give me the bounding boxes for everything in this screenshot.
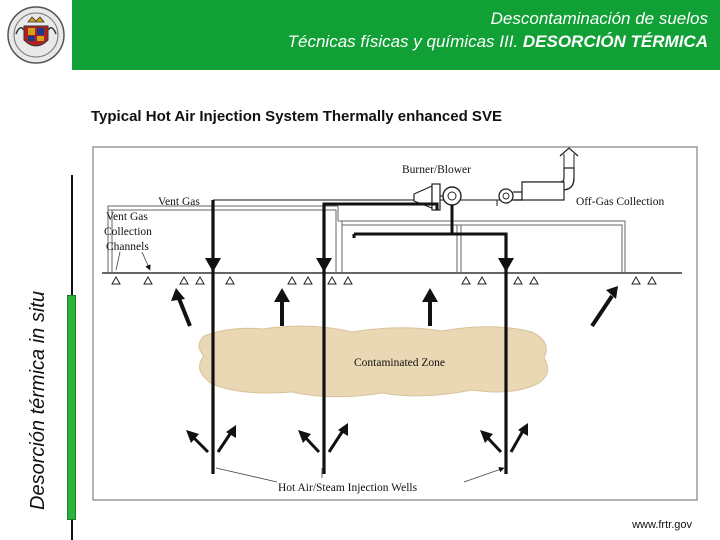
injection-wells: [211, 200, 508, 474]
vent-gas-channels-label-2: Collection: [104, 226, 152, 238]
logo: [0, 0, 72, 70]
offgas-blower: [498, 147, 579, 204]
hot-air-injection-diagram: Burner/Blower Vent Gas Off-Gas Collectio…: [92, 146, 700, 502]
contaminated-zone-label: Contaminated Zone: [354, 357, 445, 369]
injection-outlet-arrowheads: [186, 423, 528, 443]
injection-wells-label: Hot Air/Steam Injection Wells: [278, 482, 418, 494]
header-line-1: Descontaminación de suelos: [490, 9, 708, 28]
offgas-collection-label: Off-Gas Collection: [576, 196, 665, 208]
vent-gas-label: Vent Gas: [158, 196, 200, 208]
vapor-flow-arrowheads: [171, 286, 618, 302]
header-line-2: Técnicas físicas y químicas III. DESORCI…: [288, 30, 708, 54]
side-title: Desorción térmica in situ: [25, 180, 55, 510]
wells-callout-lines: [215, 468, 504, 483]
channels-callout-lines: [115, 251, 150, 270]
vent-gas-channels-label-1: Vent Gas: [106, 211, 148, 223]
green-accent-bar: [67, 295, 76, 520]
header-line-2-normal: Técnicas físicas y químicas III.: [287, 32, 523, 51]
source-credit: www.frtr.gov: [632, 519, 692, 531]
vent-gas-collection-lines: [107, 205, 626, 273]
side-title-text: Desorción térmica in situ: [27, 291, 49, 510]
university-crest-icon: [7, 6, 65, 64]
contaminated-zone-shape: [198, 325, 549, 398]
header-title: Descontaminación de suelos Técnicas físi…: [288, 8, 708, 54]
vent-triangles: [111, 275, 657, 285]
well-arrowheads: [205, 258, 514, 272]
header-bar: Descontaminación de suelos Técnicas físi…: [0, 0, 720, 70]
vent-gas-channels-label-3: Channels: [106, 241, 149, 253]
burner-blower-label: Burner/Blower: [402, 164, 471, 176]
header-line-2-bold: DESORCIÓN TÉRMICA: [522, 32, 708, 51]
slide-title: Typical Hot Air Injection System Thermal…: [91, 108, 502, 125]
